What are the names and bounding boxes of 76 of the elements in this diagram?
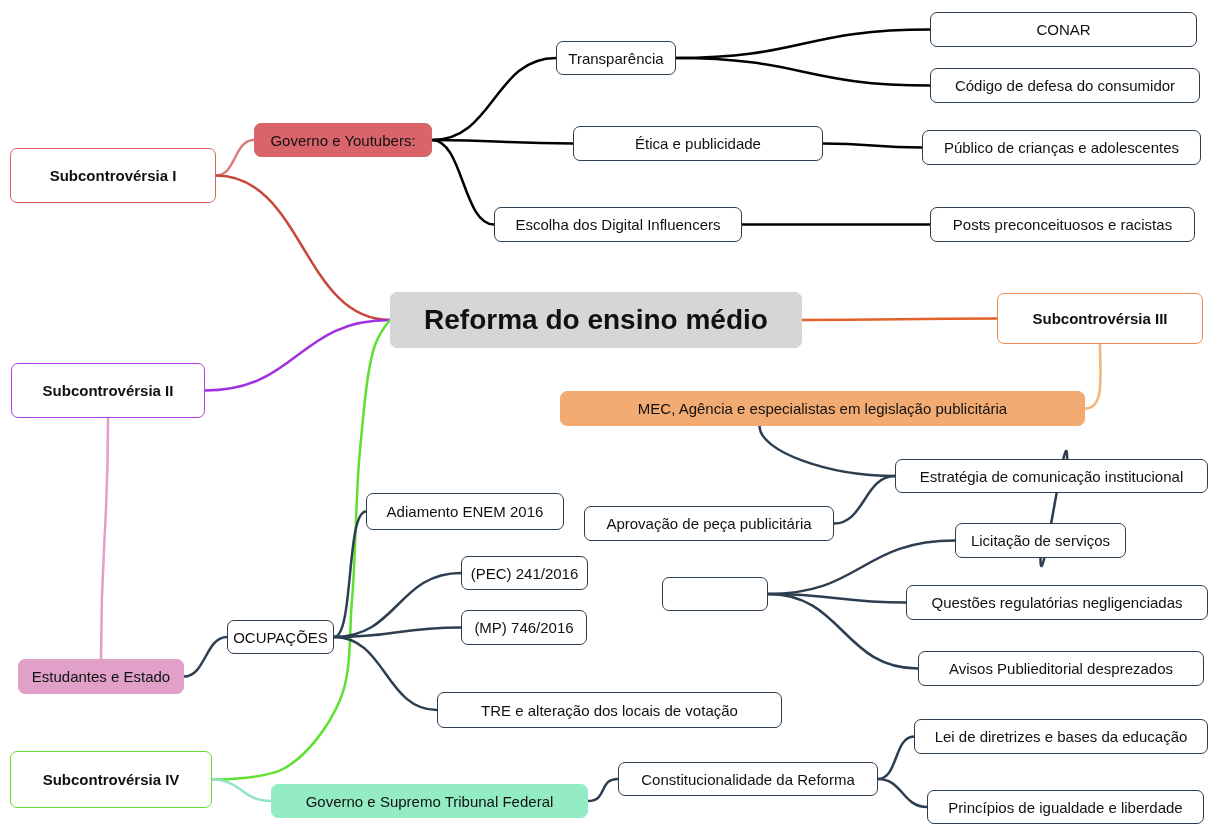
connector-curve	[431, 138, 495, 226]
connector-curve	[767, 592, 919, 670]
topic-label: Princípios de igualdade e liberdade	[948, 798, 1183, 816]
topic-label: OCUPAÇÕES	[233, 628, 328, 646]
topic-label: Governo e Youtubers:	[270, 131, 416, 149]
topic-label: Aprovação de peça publicitária	[606, 515, 812, 532]
connector-curve	[99, 418, 110, 659]
connector-curve	[833, 474, 896, 525]
connector-curve	[211, 778, 272, 803]
topic-box	[618, 762, 878, 796]
topic-box	[461, 556, 588, 590]
topic-box	[556, 41, 676, 75]
topic-label: Avisos Publieditorial desprezados	[949, 660, 1173, 677]
topic-box	[955, 523, 1126, 558]
topic-label: TRE e alteração dos locais de votação	[481, 701, 738, 719]
topic-box	[930, 68, 1200, 103]
topic-label: Ética e publicidade	[635, 135, 761, 152]
connector-curve	[183, 635, 228, 678]
topic-label: Governo e Supremo Tribunal Federal	[305, 792, 554, 810]
subtopic-box	[10, 751, 212, 808]
topic-box	[906, 585, 1208, 620]
topic-label: Estudantes e Estado	[31, 668, 171, 685]
topic-label: Subcontrovérsia II	[42, 382, 174, 399]
topic-box	[930, 12, 1197, 47]
topic-box	[918, 651, 1204, 686]
topic-box	[494, 207, 742, 242]
topic-box	[366, 493, 564, 530]
topic-label: Transparência	[568, 49, 664, 67]
topic-label: Código de defesa do consumidor	[954, 77, 1176, 94]
topic-box	[573, 126, 823, 161]
topic-label: CONAR	[1036, 21, 1091, 38]
topic-box	[930, 207, 1195, 242]
connector-curve	[877, 777, 928, 809]
topic-box	[437, 692, 782, 728]
topic-box	[18, 659, 184, 694]
subtopic-box	[997, 293, 1203, 344]
topic-box	[227, 620, 334, 654]
topic-label: Reforma do ensino médio	[424, 304, 768, 336]
topic-label: Subcontrovérsia III	[1032, 310, 1168, 327]
connector-curve	[823, 142, 922, 149]
topic-label: Questões regulatórias negligenciadas	[931, 594, 1183, 611]
subtopic-box	[10, 148, 216, 203]
connector-curve	[802, 317, 997, 322]
topic-label: Público de crianças e adolescentes	[943, 139, 1180, 156]
topic-box	[895, 459, 1208, 493]
connector-curve	[877, 735, 915, 781]
topic-box	[461, 610, 587, 645]
topic-box	[914, 719, 1208, 754]
topic-box	[922, 130, 1201, 165]
connector-curve	[742, 223, 930, 226]
topic-label: (MP) 746/2016	[474, 619, 574, 636]
connector-curve	[333, 635, 438, 712]
topic-box	[584, 506, 834, 541]
topic-label: Adiamento ENEM 2016	[386, 503, 544, 520]
topic-label: Subcontrovérsia IV	[42, 771, 180, 788]
empty-topic-box	[662, 577, 768, 611]
connector-curve	[333, 510, 367, 639]
topic-label: MEC, Agência e especialistas em legislação publicitária	[637, 400, 1008, 417]
topic-box	[254, 123, 432, 157]
topic-label: Constitucionalidade da Reforma	[641, 770, 855, 788]
topic-label: Estratégia de comunicação institucional	[919, 467, 1184, 485]
connector-curve	[1084, 344, 1102, 410]
topic-label: Licitação de serviços	[970, 532, 1111, 549]
topic-box	[271, 784, 588, 818]
connector-curve	[587, 777, 619, 803]
connector-curve	[675, 56, 931, 87]
topic-label: (PEC) 241/2016	[470, 564, 579, 582]
topic-box	[560, 391, 1085, 426]
topic-box	[927, 790, 1204, 824]
topic-label: Subcontrovérsia I	[49, 167, 177, 184]
central-topic-box	[390, 292, 802, 348]
topic-label: Lei de diretrizes e bases da educação	[934, 728, 1188, 745]
connector-curve	[204, 318, 391, 392]
topic-label: Escolha dos Digital Influencers	[515, 216, 721, 233]
topic-label: Posts preconceituosos e racistas	[952, 216, 1173, 233]
subtopic-box	[11, 363, 205, 418]
